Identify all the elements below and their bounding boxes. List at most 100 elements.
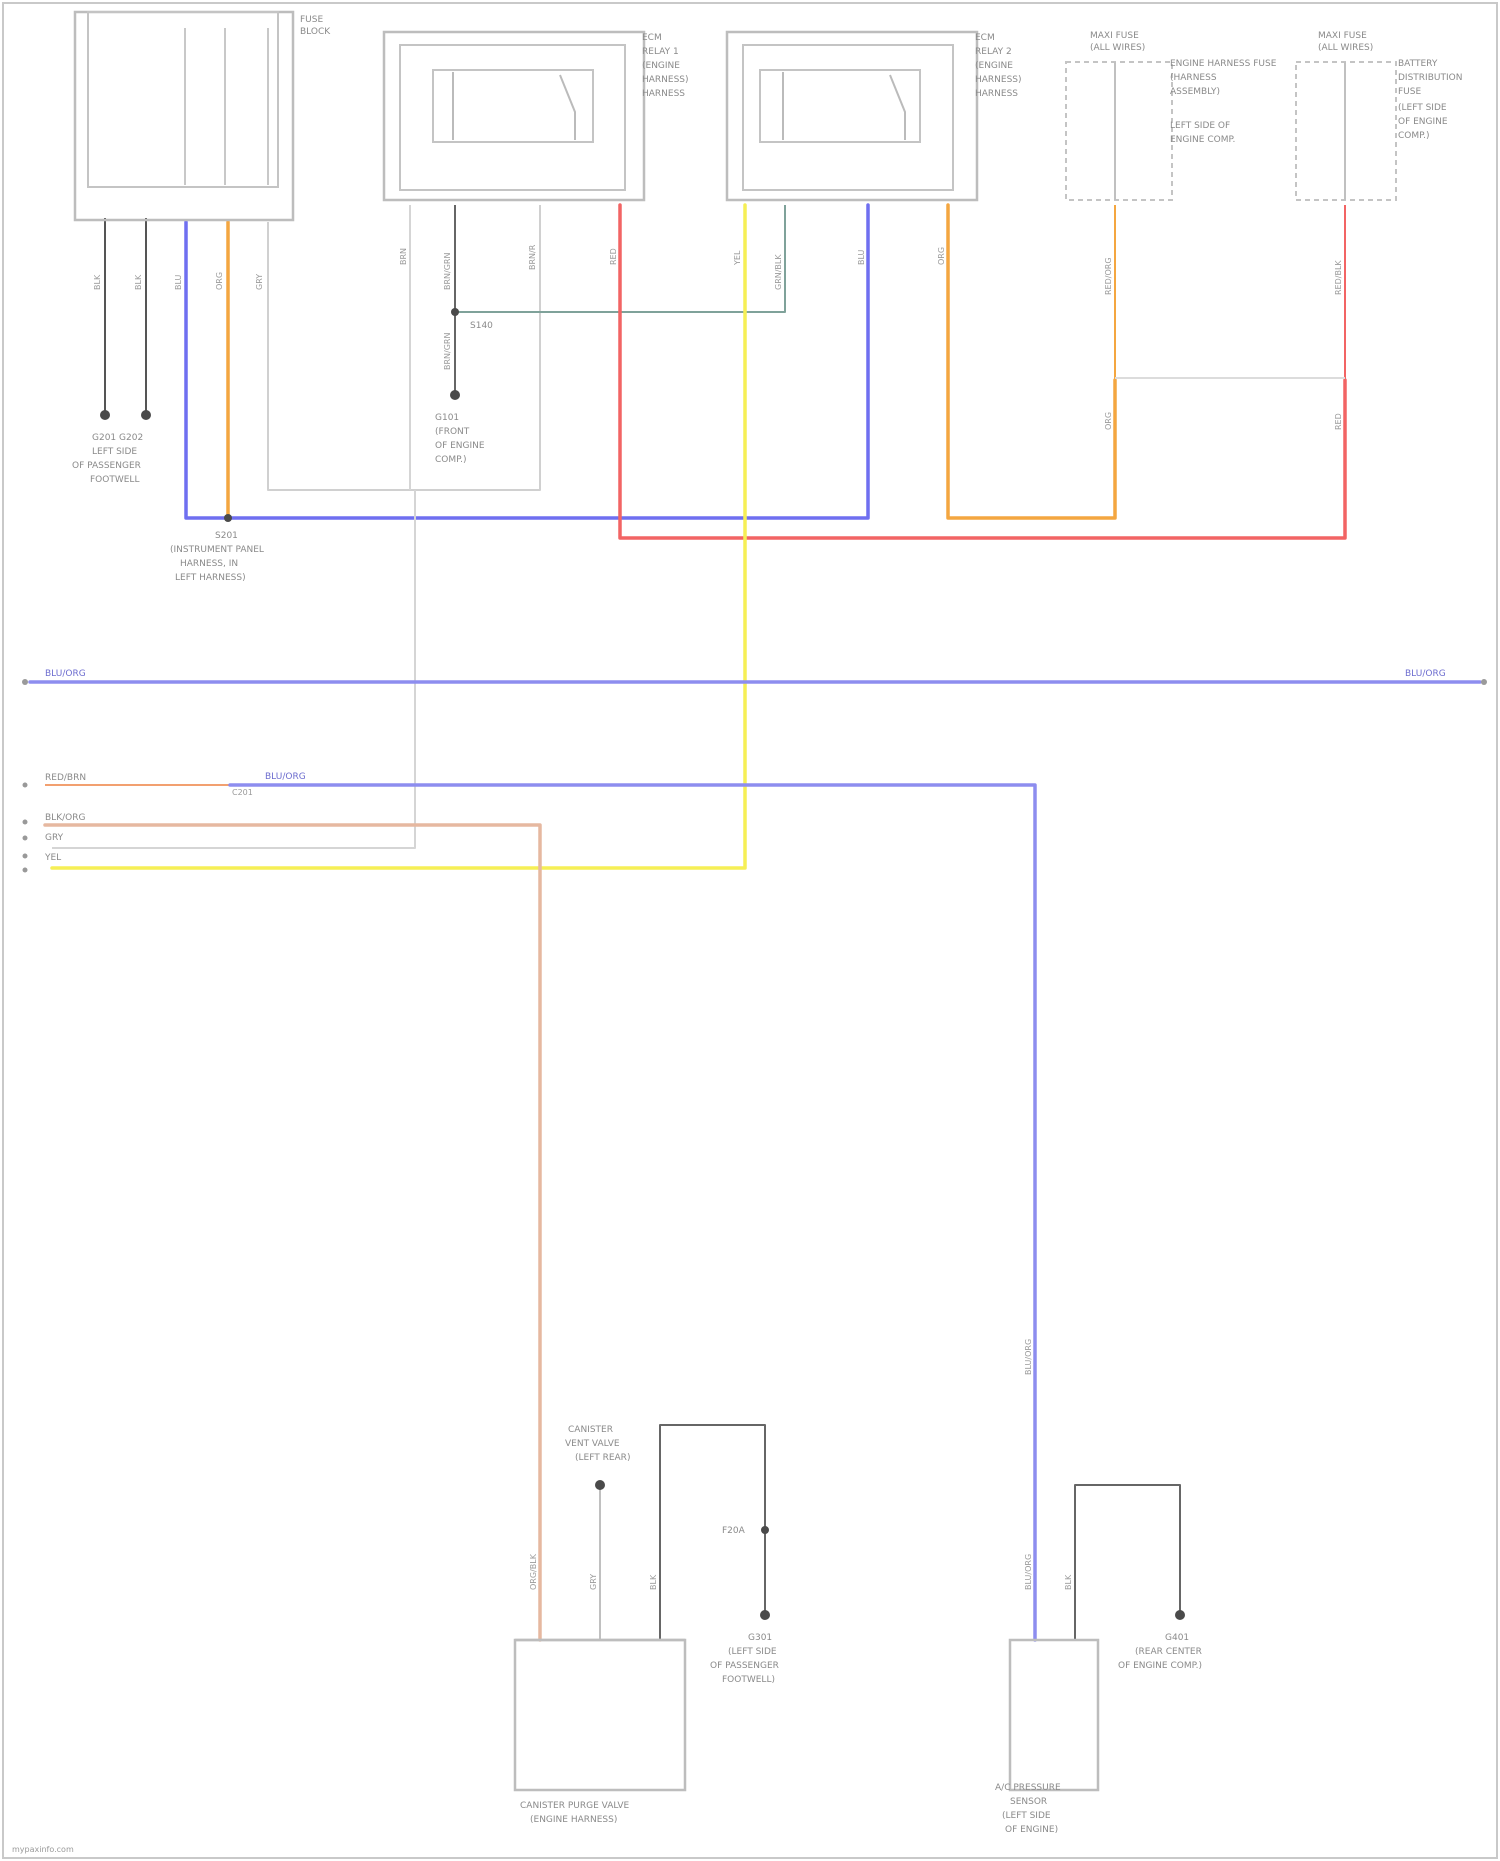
relay-2-label-1: ECM — [975, 33, 995, 43]
svg-text:BLK: BLK — [649, 1574, 658, 1590]
ground-right-label: G401 (REAR CENTER OF ENGINE COMP.) — [1118, 1633, 1202, 1671]
fuse-b-line-2: DISTRIBUTION — [1398, 73, 1462, 83]
svg-text:RED: RED — [609, 248, 618, 265]
inline-connector-label: C201 — [232, 788, 253, 797]
svg-text:GRY: GRY — [45, 833, 64, 843]
svg-text:YEL: YEL — [733, 250, 742, 266]
svg-text:CANISTER: CANISTER — [568, 1425, 613, 1435]
fuse-f20a-label: F20A — [722, 1526, 746, 1536]
svg-text:A/C PRESSURE: A/C PRESSURE — [995, 1783, 1061, 1793]
svg-text:FOOTWELL): FOOTWELL) — [722, 1675, 775, 1685]
fuse-block: FUSE BLOCK — [75, 12, 331, 220]
svg-text:GRN/BLK: GRN/BLK — [774, 254, 783, 290]
svg-text:FOOTWELL: FOOTWELL — [90, 475, 139, 485]
fuse-b-header-1: MAXI FUSE — [1318, 31, 1367, 41]
wire-tan-run — [45, 825, 540, 1640]
svg-text:G301: G301 — [748, 1633, 772, 1643]
wire-ac-blk — [1075, 1485, 1180, 1640]
svg-text:ORG/BLK: ORG/BLK — [529, 1553, 538, 1590]
wire-gray-fuse — [268, 205, 540, 490]
svg-text:LEFT HARNESS): LEFT HARNESS) — [175, 573, 246, 583]
svg-text:LEFT SIDE: LEFT SIDE — [92, 447, 137, 457]
relay-1-label-5: HARNESS — [642, 89, 685, 99]
wire-labels: BLK BLK BLU ORG GRY BRN BRN/GRN BRN/R RE… — [93, 244, 1343, 1590]
fuse-a-line-1: ENGINE HARNESS FUSE — [1170, 59, 1277, 69]
relay-2: ECM RELAY 2 (ENGINE HARNESS) HARNESS — [727, 32, 1022, 200]
ac-pressure-sensor: A/C PRESSURE SENSOR (LEFT SIDE OF ENGINE… — [995, 1640, 1098, 1835]
fuse-a-header-1: MAXI FUSE — [1090, 31, 1139, 41]
relay-1-label-4: HARNESS) — [642, 75, 689, 85]
svg-text:ORG: ORG — [1104, 412, 1113, 430]
svg-text:(FRONT: (FRONT — [435, 427, 470, 437]
left-feed-labels: RED/BRN BLK/ORG GRY YEL — [23, 773, 87, 873]
relay-1-label-2: RELAY 1 — [642, 47, 679, 57]
fuse-a-line-4: LEFT SIDE OF — [1170, 121, 1230, 131]
svg-text:OF ENGINE): OF ENGINE) — [1005, 1825, 1058, 1835]
canister-purge-valve: CANISTER PURGE VALVE (ENGINE HARNESS) — [515, 1640, 685, 1825]
fuse-a-header-2: (ALL WIRES) — [1090, 43, 1145, 53]
fuse-b-header-2: (ALL WIRES) — [1318, 43, 1373, 53]
footer-watermark: mypaxinfo.com — [12, 1845, 74, 1854]
maxi-fuse-a: MAXI FUSE (ALL WIRES) ENGINE HARNESS FUS… — [1066, 31, 1277, 200]
fuse-a-line-5: ENGINE COMP. — [1170, 135, 1235, 145]
svg-text:BLU: BLU — [174, 274, 183, 290]
svg-text:RED/BRN: RED/BRN — [45, 773, 86, 783]
relay-1-label-3: (ENGINE — [642, 61, 680, 71]
splice-blue-label: S201 (INSTRUMENT PANEL HARNESS, IN LEFT … — [170, 531, 264, 583]
svg-text:(LEFT SIDE: (LEFT SIDE — [728, 1647, 777, 1657]
svg-text:BLK: BLK — [93, 274, 102, 290]
splice-s140-label: S140 — [470, 321, 493, 331]
svg-text:(ENGINE HARNESS): (ENGINE HARNESS) — [530, 1815, 617, 1825]
relay-2-label-3: (ENGINE — [975, 61, 1013, 71]
svg-text:BRN/GRN: BRN/GRN — [443, 333, 452, 370]
fuse-block-label-2: BLOCK — [300, 27, 331, 37]
svg-text:BLK: BLK — [1064, 1574, 1073, 1590]
relay-2-label-4: HARNESS) — [975, 75, 1022, 85]
svg-text:G201 G202: G201 G202 — [92, 433, 143, 443]
fuse-b-line-5: OF ENGINE — [1398, 117, 1448, 127]
wire-blue-loop — [186, 205, 868, 518]
relay-1-label-1: ECM — [642, 33, 662, 43]
fuse-a-line-3: ASSEMBLY) — [1170, 87, 1220, 97]
bus-label-left: BLU/ORG — [45, 669, 86, 679]
svg-text:(LEFT REAR): (LEFT REAR) — [575, 1453, 630, 1463]
bus-label-right: BLU/ORG — [1405, 669, 1446, 679]
maxi-fuse-b: MAXI FUSE (ALL WIRES) BATTERY DISTRIBUTI… — [1296, 31, 1462, 200]
canister-vent-label: CANISTER VENT VALVE (LEFT REAR) — [565, 1425, 630, 1463]
svg-text:BLK/ORG: BLK/ORG — [45, 813, 85, 823]
svg-text:G101: G101 — [435, 413, 459, 423]
svg-text:RED/ORG: RED/ORG — [1104, 257, 1113, 295]
relay-2-label-2: RELAY 2 — [975, 47, 1012, 57]
relay-1: ECM RELAY 1 (ENGINE HARNESS) HARNESS — [384, 32, 689, 200]
wire-red-loop — [620, 205, 1345, 538]
svg-text:(INSTRUMENT PANEL: (INSTRUMENT PANEL — [170, 545, 264, 555]
svg-text:(LEFT SIDE: (LEFT SIDE — [1002, 1811, 1051, 1821]
fuse-b-line-3: FUSE — [1398, 87, 1421, 97]
wire-blu-org-run — [230, 785, 1035, 1640]
svg-text:BLU/ORG: BLU/ORG — [1024, 1554, 1033, 1590]
svg-text:GRY: GRY — [255, 274, 264, 290]
ground-relay-label: G101 (FRONT OF ENGINE COMP.) — [435, 413, 485, 465]
svg-text:OF ENGINE COMP.): OF ENGINE COMP.) — [1118, 1661, 1202, 1671]
svg-text:S201: S201 — [215, 531, 238, 541]
svg-text:RED: RED — [1334, 413, 1343, 430]
svg-text:COMP.): COMP.) — [435, 455, 467, 465]
fuse-b-line-1: BATTERY — [1398, 59, 1438, 69]
fuse-b-line-4: (LEFT SIDE — [1398, 103, 1447, 113]
svg-text:RED/BLK: RED/BLK — [1334, 260, 1343, 295]
svg-text:OF ENGINE: OF ENGINE — [435, 441, 485, 451]
ground-left-label: G201 G202 LEFT SIDE OF PASSENGER FOOTWEL… — [72, 433, 143, 485]
svg-text:G401: G401 — [1165, 1633, 1189, 1643]
svg-text:BRN/GRN: BRN/GRN — [443, 253, 452, 290]
fuse-a-line-2: (HARNESS — [1170, 73, 1217, 83]
relay-2-label-5: HARNESS — [975, 89, 1018, 99]
svg-text:BRN/R: BRN/R — [528, 244, 537, 270]
svg-text:ORG: ORG — [215, 272, 224, 290]
svg-text:OF PASSENGER: OF PASSENGER — [710, 1661, 779, 1671]
ground-mid-label: G301 (LEFT SIDE OF PASSENGER FOOTWELL) — [710, 1633, 779, 1685]
svg-text:YEL: YEL — [44, 853, 61, 863]
svg-text:OF PASSENGER: OF PASSENGER — [72, 461, 141, 471]
svg-text:VENT VALVE: VENT VALVE — [565, 1439, 620, 1449]
svg-text:(REAR CENTER: (REAR CENTER — [1135, 1647, 1202, 1657]
svg-text:BLU/ORG: BLU/ORG — [1024, 1339, 1033, 1375]
